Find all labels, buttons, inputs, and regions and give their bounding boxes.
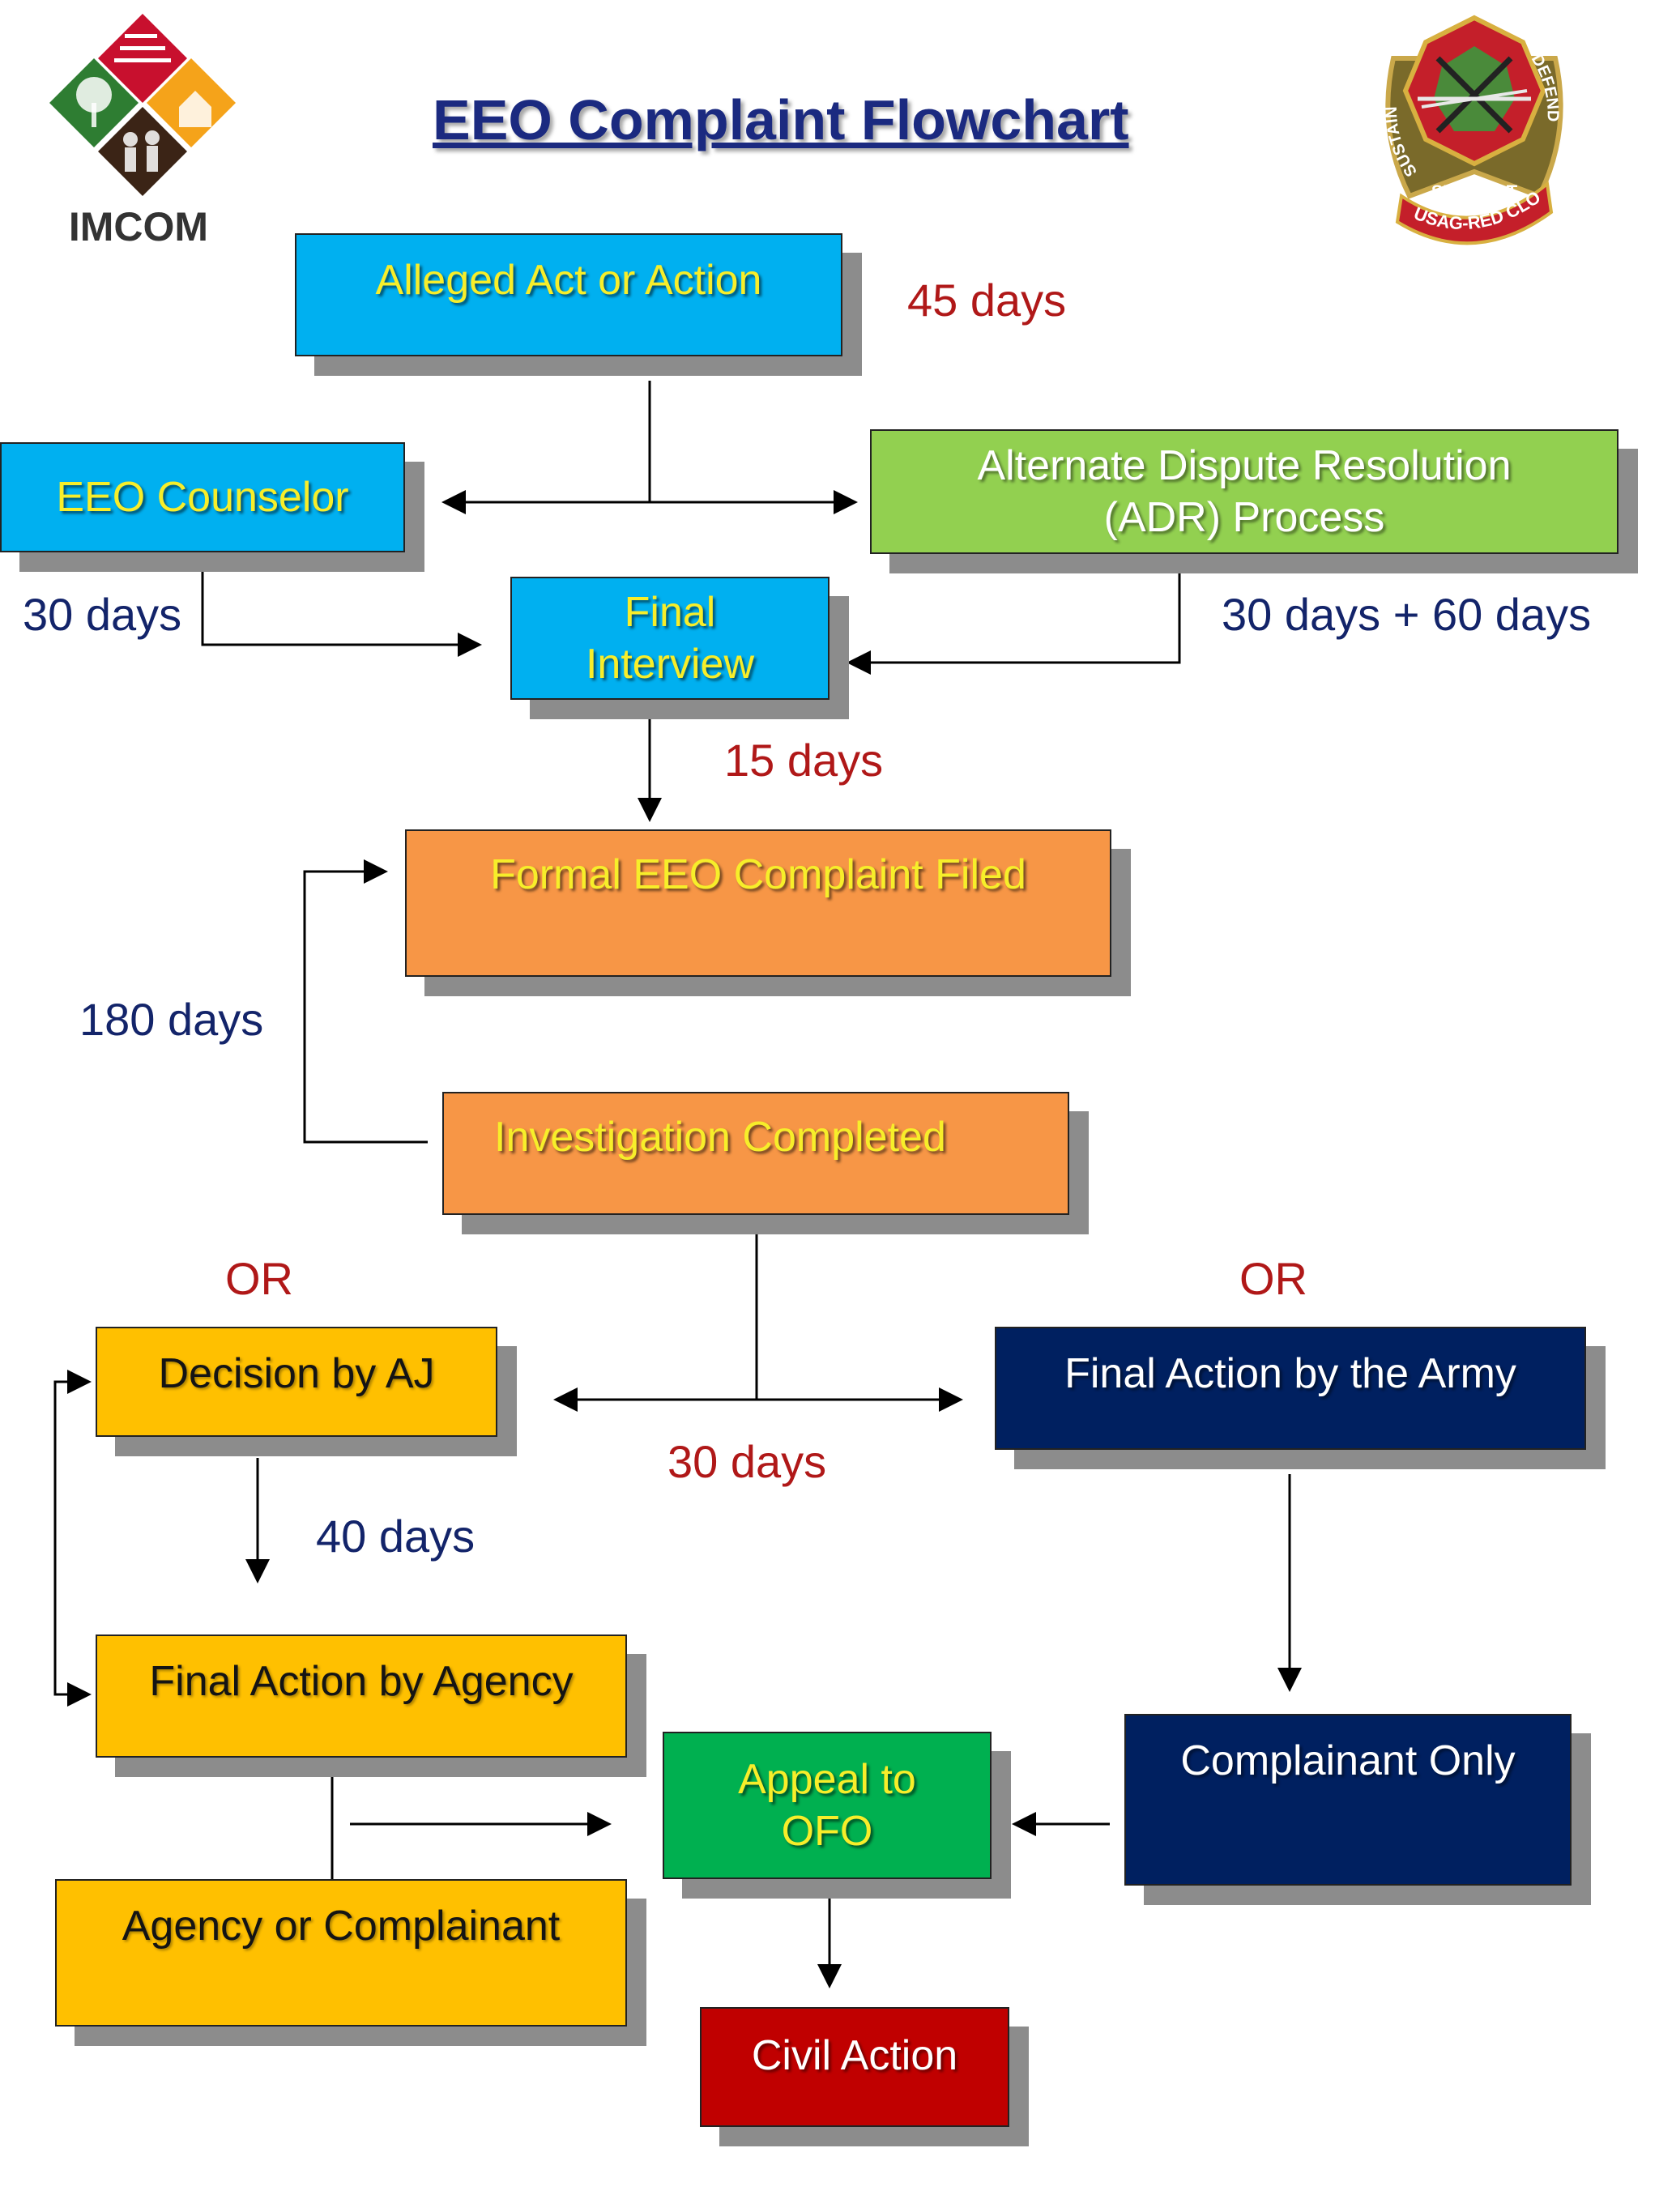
- arrow-counselor-to-interview: [201, 552, 482, 657]
- imcom-text: IMCOM: [69, 204, 208, 249]
- node-eeo-counselor-label: EEO Counselor: [56, 474, 349, 521]
- node-decision-aj-label: Decision by AJ: [158, 1350, 435, 1397]
- or-left-label: OR: [225, 1253, 293, 1304]
- usag-red-cloud-crest: SUSTAIN DEFEND SUPPORT USAG-RED CLOUD: [1354, 0, 1588, 269]
- node-civil-action-label: Civil Action: [751, 2032, 958, 2079]
- timing-30-days-counselor: 30 days: [23, 589, 182, 640]
- timing-30-days-decision: 30 days: [667, 1436, 827, 1487]
- crest-mark: SUSTAIN DEFEND SUPPORT USAG-RED CLOUD: [1354, 0, 1563, 245]
- node-final-interview-label: Final Interview: [585, 589, 755, 688]
- node-final-action-agency-label: Final Action by Agency: [149, 1658, 574, 1705]
- node-complainant-only-label: Complainant Only: [1180, 1737, 1516, 1784]
- node-adr-process-label: Alternate Dispute Resolution (ADR) Proce…: [977, 442, 1512, 541]
- node-appeal-ofo: Appeal to OFO: [663, 1732, 992, 1879]
- node-civil-action: Civil Action: [700, 2007, 1009, 2127]
- node-final-interview: Final Interview: [510, 577, 830, 700]
- node-final-action-agency: Final Action by Agency: [96, 1634, 627, 1758]
- node-final-action-army-label: Final Action by the Army: [1064, 1350, 1516, 1397]
- crest-support: SUPPORT: [1431, 181, 1518, 202]
- timing-40-days: 40 days: [316, 1511, 476, 1562]
- node-agency-or-complainant-label: Agency or Complainant: [122, 1903, 561, 1950]
- node-alleged-act: Alleged Act or Action: [295, 233, 842, 356]
- bracket-left: [53, 1380, 89, 1696]
- node-adr-process: Alternate Dispute Resolution (ADR) Proce…: [870, 429, 1618, 554]
- timing-45-days: 45 days: [907, 275, 1067, 326]
- timing-30-plus-60-days: 30 days + 60 days: [1222, 589, 1592, 640]
- imcom-logo: IMCOM: [29, 10, 248, 253]
- node-decision-aj: Decision by AJ: [96, 1327, 497, 1437]
- timing-15-days: 15 days: [724, 735, 884, 786]
- imcom-logo-mark: IMCOM: [49, 14, 236, 249]
- node-investigation-completed-label: Investigation Completed: [494, 1114, 946, 1161]
- node-eeo-counselor: EEO Counselor: [0, 442, 405, 552]
- page-title: EEO Complaint Flowchart: [433, 88, 1129, 151]
- node-formal-complaint: Formal EEO Complaint Filed: [405, 829, 1111, 977]
- or-right-label: OR: [1239, 1253, 1307, 1304]
- node-agency-or-complainant: Agency or Complainant: [55, 1879, 627, 2027]
- node-investigation-completed: Investigation Completed: [442, 1092, 1069, 1215]
- node-alleged-act-label: Alleged Act or Action: [375, 257, 762, 304]
- node-final-action-army: Final Action by the Army: [995, 1327, 1586, 1450]
- arrow-adr-to-interview: [847, 554, 1181, 675]
- node-appeal-ofo-label: Appeal to OFO: [738, 1756, 916, 1855]
- node-complainant-only: Complainant Only: [1124, 1714, 1572, 1886]
- timing-180-days: 180 days: [79, 994, 264, 1045]
- node-formal-complaint-label: Formal EEO Complaint Filed: [490, 851, 1026, 898]
